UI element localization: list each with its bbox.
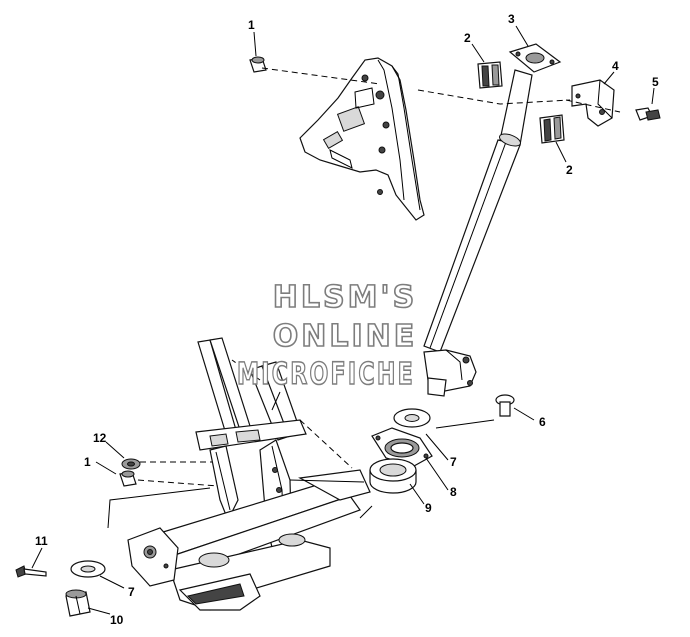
watermark-line-2: ONLINE bbox=[273, 319, 418, 354]
watermark: HLSM'S ONLINE MICROFICHE bbox=[236, 279, 418, 393]
callout-2-right: 2 bbox=[566, 163, 573, 177]
callout-3: 3 bbox=[508, 12, 515, 26]
callout-12: 12 bbox=[93, 431, 107, 445]
callout-11: 11 bbox=[35, 534, 48, 548]
washer-right bbox=[393, 408, 431, 428]
frame-assembly bbox=[127, 337, 371, 611]
flange-plate bbox=[371, 427, 433, 467]
watermark-line-1: HLSM'S bbox=[273, 280, 417, 315]
washer-12 bbox=[121, 458, 141, 470]
bushing-10 bbox=[65, 589, 91, 617]
callout-8: 8 bbox=[450, 485, 457, 499]
watermark-line-3: MICROFICHE bbox=[237, 357, 415, 392]
steering-column bbox=[423, 43, 562, 397]
callout-2-left: 2 bbox=[464, 31, 471, 45]
mounting-bracket-plate bbox=[299, 57, 425, 221]
assembly-lines bbox=[31, 25, 655, 615]
callout-6: 6 bbox=[539, 415, 546, 429]
callout-1-top: 1 bbox=[248, 18, 255, 32]
callout-7-left: 7 bbox=[128, 585, 135, 599]
bearing bbox=[369, 458, 417, 494]
callout-4: 4 bbox=[612, 59, 619, 73]
bushing-upper bbox=[477, 61, 503, 89]
washer-left bbox=[70, 560, 106, 578]
callout-1-left: 1 bbox=[84, 455, 91, 469]
callout-labels: 1 2 3 4 5 2 6 7 8 9 12 1 11 7 10 bbox=[35, 12, 659, 627]
bolt-11 bbox=[15, 565, 47, 578]
bolt-5 bbox=[635, 107, 661, 121]
nut-top bbox=[249, 56, 267, 73]
nut-left bbox=[119, 470, 137, 487]
callout-10: 10 bbox=[110, 613, 124, 627]
callout-7-right: 7 bbox=[450, 455, 457, 469]
bolt-6 bbox=[495, 394, 515, 417]
bushing-lower bbox=[539, 114, 565, 144]
callout-9: 9 bbox=[425, 501, 432, 515]
callout-5: 5 bbox=[652, 75, 659, 89]
